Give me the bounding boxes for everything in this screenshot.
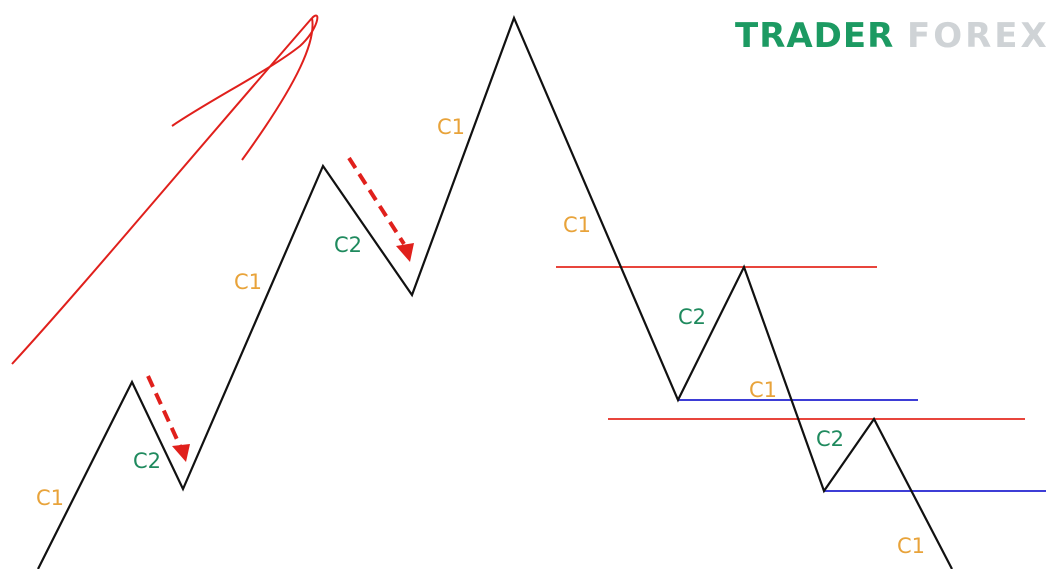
label-c1: C1 xyxy=(36,486,64,510)
trend-arrow-sketch xyxy=(11,14,319,365)
logo-trader-text: TRADER xyxy=(735,16,894,56)
label-c1: C1 xyxy=(563,213,591,237)
label-c2: C2 xyxy=(334,233,362,257)
label-c1: C1 xyxy=(437,115,465,139)
label-c1: C1 xyxy=(234,270,262,294)
label-c1: C1 xyxy=(749,378,777,402)
label-c2: C2 xyxy=(816,427,844,451)
correction-arrow-2 xyxy=(347,156,414,262)
label-c2: C2 xyxy=(133,449,161,473)
label-c1: C1 xyxy=(897,534,925,558)
logo-forex-text: FOREX xyxy=(907,16,1050,56)
price-wave xyxy=(37,15,953,569)
label-c2: C2 xyxy=(678,305,706,329)
correction-arrow-1 xyxy=(146,375,190,462)
traderforex-logo: TRADER FOREX xyxy=(735,16,1050,56)
